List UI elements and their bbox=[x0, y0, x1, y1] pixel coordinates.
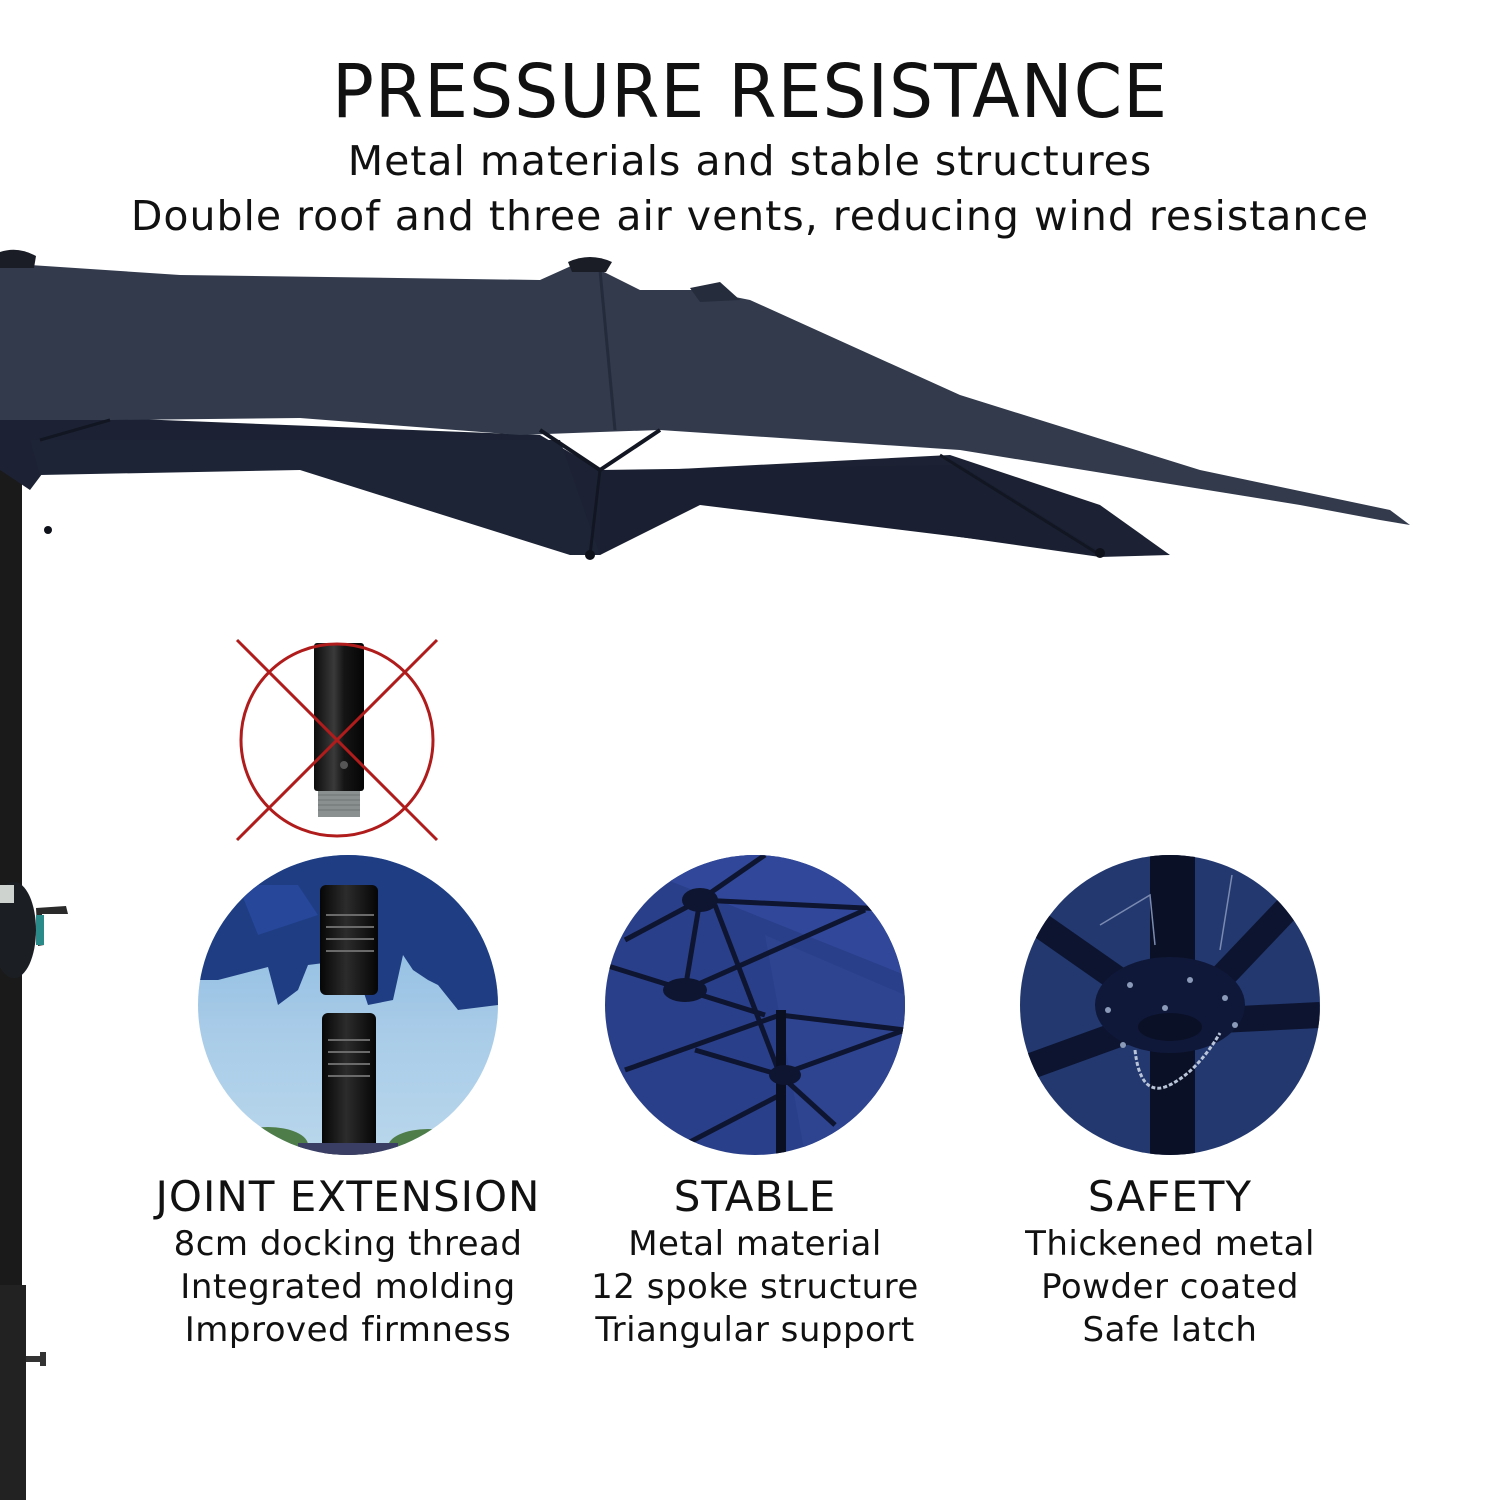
subtitle-line-1: Metal materials and stable structures bbox=[347, 137, 1153, 185]
feature-detail: Integrated molding bbox=[180, 1267, 516, 1307]
safety-chain bbox=[1133, 1032, 1222, 1090]
feature-detail: Thickened metal bbox=[1025, 1224, 1315, 1264]
feature-detail: Triangular support bbox=[595, 1310, 915, 1350]
feature-title: SAFETY bbox=[1087, 1172, 1253, 1221]
feature-detail: 12 spoke structure bbox=[591, 1267, 919, 1307]
extension-pole bbox=[314, 643, 364, 791]
feature-joint-extension: JOINT EXTENSION 8cm docking thread Integ… bbox=[138, 855, 558, 1352]
feature-stable: STABLE Metal material 12 spoke structure… bbox=[545, 855, 965, 1352]
crank-housing bbox=[0, 882, 36, 978]
subtitle-line-2: Double roof and three air vents, reducin… bbox=[130, 192, 1370, 240]
spoke-frame-closeup-image bbox=[605, 855, 905, 1155]
hub-latch-closeup-image bbox=[1020, 855, 1320, 1155]
header: PRESSURE RESISTANCE Metal materials and … bbox=[0, 50, 1500, 244]
feature-detail: Powder coated bbox=[1041, 1267, 1299, 1307]
page-title: PRESSURE RESISTANCE bbox=[331, 49, 1169, 135]
feature-safety: SAFETY Thickened metal Powder coated Saf… bbox=[960, 855, 1380, 1352]
feature-title: JOINT EXTENSION bbox=[155, 1172, 541, 1221]
feature-detail: Metal material bbox=[628, 1224, 882, 1264]
canopy-top bbox=[0, 262, 1410, 525]
joint-extension-closeup-image bbox=[198, 855, 498, 1155]
feature-title: STABLE bbox=[673, 1172, 837, 1221]
feature-detail: Safe latch bbox=[1082, 1310, 1258, 1350]
feature-detail: Improved firmness bbox=[184, 1310, 512, 1350]
crossed-out-extension-image bbox=[235, 638, 439, 842]
feature-detail: 8cm docking thread bbox=[173, 1224, 523, 1264]
prohibit-circle-icon bbox=[239, 642, 435, 838]
air-vent bbox=[568, 257, 612, 272]
hub-plate bbox=[1095, 957, 1245, 1053]
